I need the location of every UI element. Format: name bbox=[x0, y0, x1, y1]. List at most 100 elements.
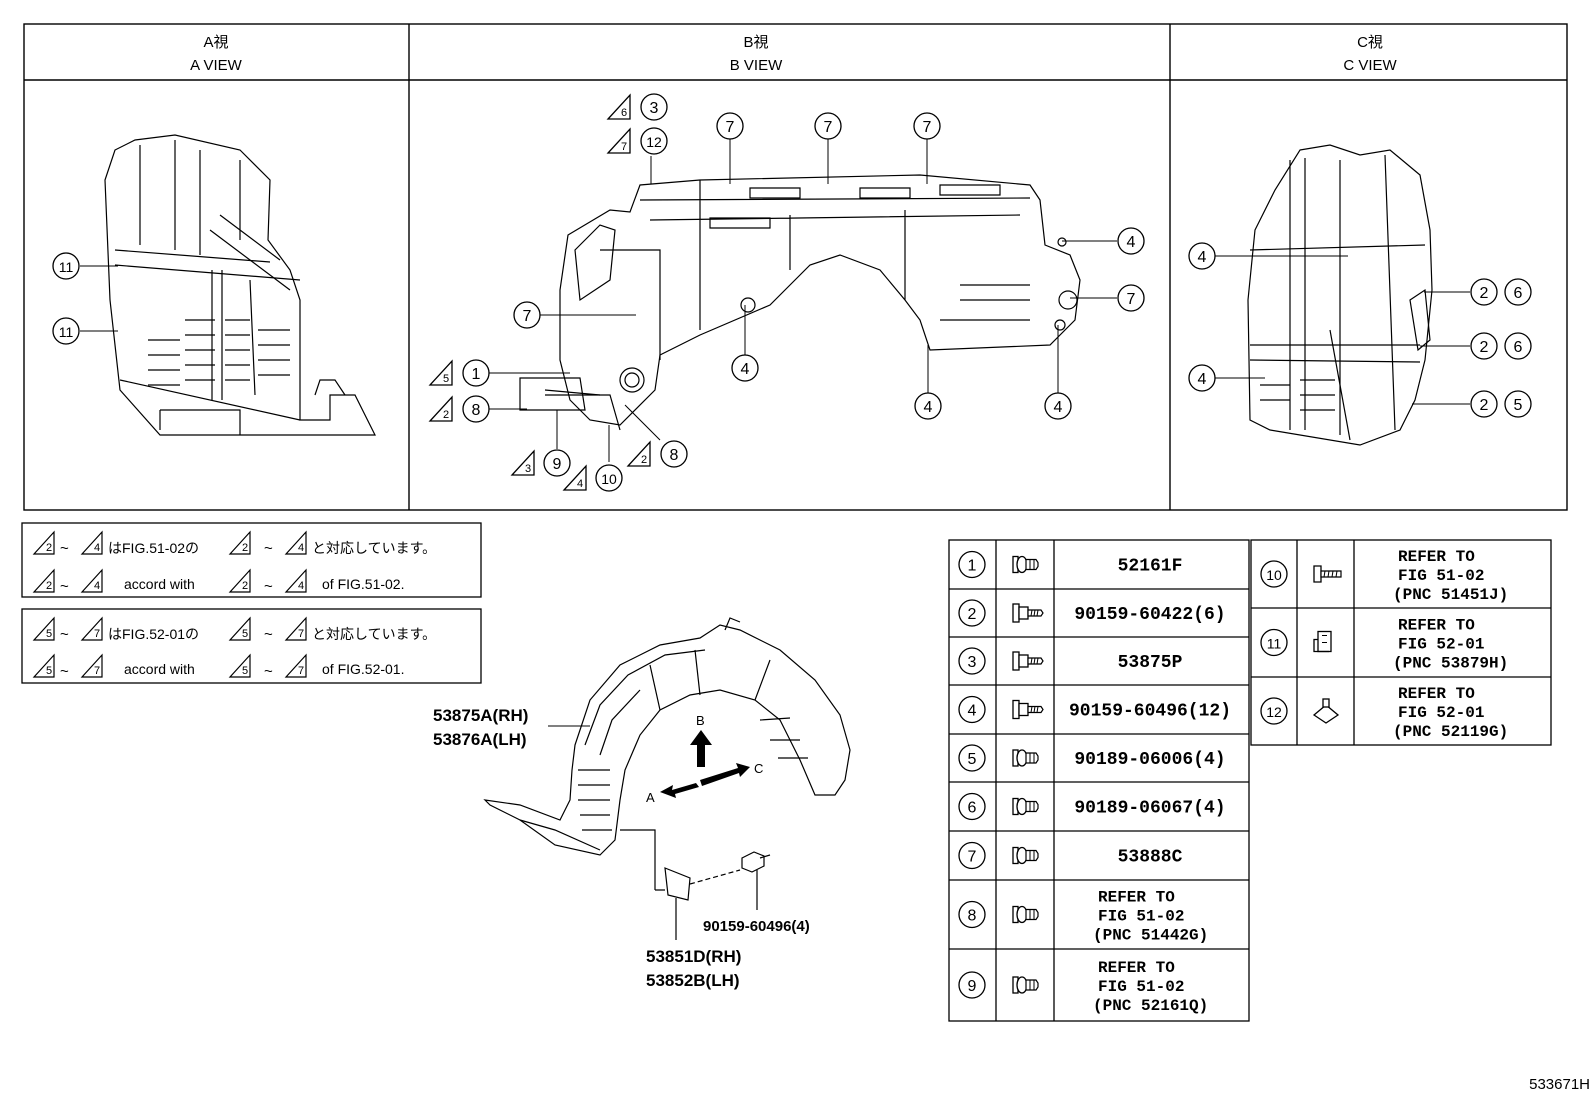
clip-icon bbox=[1012, 905, 1039, 924]
reference-line: FIG 52-01 bbox=[1398, 704, 1484, 722]
c-view-callout-2-b: 2 bbox=[1480, 339, 1489, 356]
reference-line: REFER TO bbox=[1398, 685, 1475, 703]
clip-icon bbox=[1012, 555, 1039, 574]
note1-jp-end: と対応しています。 bbox=[312, 540, 436, 556]
note2-jp-mid: はFIG.52-01の bbox=[108, 626, 199, 642]
b-view-callout-8-a: 8 bbox=[472, 402, 481, 419]
note2-tri-5b: 5 bbox=[242, 628, 248, 640]
note2-tri-7: 7 bbox=[94, 628, 100, 640]
note1-jp-mid: はFIG.51-02の bbox=[108, 540, 199, 556]
b-view-callout-7-e: 7 bbox=[1127, 291, 1136, 308]
b-view-callout-7-a: 7 bbox=[726, 119, 735, 136]
row-number: 1 bbox=[968, 558, 977, 575]
c-view-callout-6-b: 6 bbox=[1514, 339, 1523, 356]
note1-tilde-b: ~ bbox=[264, 540, 273, 557]
note1-en-end: of FIG.51-02. bbox=[322, 576, 404, 592]
row-number-circle bbox=[958, 792, 986, 821]
part-number: 90189-06067(4) bbox=[1074, 799, 1225, 819]
b-view-callout-8-b: 8 bbox=[670, 447, 679, 464]
c-view-title-jp: C視 bbox=[1357, 34, 1383, 51]
note1-tri-2: 2 bbox=[46, 542, 52, 554]
row-number-circle bbox=[958, 900, 986, 929]
row-number: 12 bbox=[1266, 704, 1282, 720]
row-number-circle bbox=[958, 744, 986, 772]
note1-en-tri-4: 4 bbox=[94, 580, 100, 592]
callout-labels: 11 11 3 12 6 7 7 7 7 7 4 4 7 4 4 1 5 8 2… bbox=[59, 100, 1523, 490]
row-number-circle bbox=[1260, 628, 1288, 657]
row-number-circle bbox=[958, 971, 986, 999]
note2-tilde-en-b: ~ bbox=[264, 663, 273, 680]
a-view-callout-11-upper: 11 bbox=[59, 259, 74, 275]
direction-label-c: C bbox=[754, 761, 763, 776]
note1-en-mid: accord with bbox=[124, 576, 195, 592]
reference-line: FIG 51-02 bbox=[1398, 567, 1484, 585]
c-view-callout-5: 5 bbox=[1514, 397, 1523, 414]
note1-tilde-en-b: ~ bbox=[264, 578, 273, 595]
row-number: 11 bbox=[1267, 636, 1282, 652]
note2-en-tri-7: 7 bbox=[94, 665, 100, 677]
reference-line: (PNC 53879H) bbox=[1393, 655, 1508, 673]
reference-line: REFER TO bbox=[1098, 889, 1175, 907]
b-view-tri-2-a: 2 bbox=[443, 409, 449, 421]
b-view-liner-drawing bbox=[519, 174, 1081, 431]
bolt-icon bbox=[1313, 565, 1342, 583]
fender-liner-drawing bbox=[483, 617, 851, 856]
row-number: 7 bbox=[968, 849, 977, 866]
b-view-callout-9: 9 bbox=[553, 456, 562, 473]
row-number: 2 bbox=[968, 606, 977, 623]
c-view-title-en: C VIEW bbox=[1343, 57, 1397, 74]
row-number: 8 bbox=[968, 908, 977, 925]
b-view-callout-10: 10 bbox=[601, 471, 617, 487]
note2-tilde-b: ~ bbox=[264, 626, 273, 643]
row-number: 3 bbox=[968, 654, 977, 671]
parts-table-row: 6 90189-06067(4) bbox=[958, 792, 1226, 821]
note2-en-mid: accord with bbox=[124, 661, 195, 677]
note2-tri-7b: 7 bbox=[298, 628, 304, 640]
note2-en-tri-7b: 7 bbox=[298, 665, 304, 677]
note1-en-tri-2b: 2 bbox=[242, 580, 248, 592]
reference-line: (PNC 51451J) bbox=[1393, 586, 1508, 604]
screw-icon bbox=[1012, 651, 1044, 671]
row-number: 4 bbox=[968, 703, 977, 720]
callout-leaders bbox=[80, 139, 1470, 462]
note1-en-tri-2: 2 bbox=[46, 580, 52, 592]
note1-tilde: ~ bbox=[60, 540, 69, 557]
reference-line: REFER TO bbox=[1098, 959, 1175, 977]
part-number: 90159-60496(12) bbox=[1069, 702, 1231, 722]
clip-icon bbox=[1012, 749, 1039, 767]
row-number: 10 bbox=[1266, 567, 1282, 583]
b-view-title-en: B VIEW bbox=[730, 57, 783, 74]
reference-line: REFER TO bbox=[1398, 548, 1475, 566]
row-number: 9 bbox=[968, 978, 977, 995]
parts-table-right-grid bbox=[1250, 539, 1552, 746]
note1-tri-4: 4 bbox=[94, 542, 100, 554]
b-view-callout-7-b: 7 bbox=[824, 119, 833, 136]
bracket-part-lh: 53852B(LH) bbox=[646, 971, 740, 990]
b-view-tri-6: 6 bbox=[621, 107, 627, 119]
c-view-callout-4-a: 4 bbox=[1198, 249, 1207, 266]
part-number: 52161F bbox=[1118, 557, 1183, 577]
parts-table-row: 4 90159-60496(12) bbox=[958, 695, 1231, 724]
row-number-circle bbox=[1260, 697, 1288, 725]
note-box-2: 5 7 5 7 5 7 5 7 ~ はFIG.52-01の ~ と対応しています… bbox=[21, 608, 482, 684]
note2-tri-5: 5 bbox=[46, 628, 52, 640]
c-view-callout-4-b: 4 bbox=[1198, 371, 1207, 388]
a-view-callout-11-lower: 11 bbox=[59, 324, 74, 340]
screw-icon bbox=[1012, 699, 1044, 720]
retainer-icon bbox=[1313, 630, 1332, 653]
a-view-liner-drawing bbox=[104, 134, 376, 436]
bolt-part-number: 90159-60496(4) bbox=[703, 918, 810, 935]
row-number-circle bbox=[958, 550, 986, 579]
note2-tilde-en: ~ bbox=[60, 663, 69, 680]
b-view-callout-4-b: 4 bbox=[1127, 234, 1136, 251]
a-view-title-en: A VIEW bbox=[190, 57, 243, 74]
reference-line: (PNC 52161Q) bbox=[1093, 997, 1208, 1015]
row-number: 6 bbox=[968, 800, 977, 817]
part-number: 90159-60422(6) bbox=[1074, 605, 1225, 625]
